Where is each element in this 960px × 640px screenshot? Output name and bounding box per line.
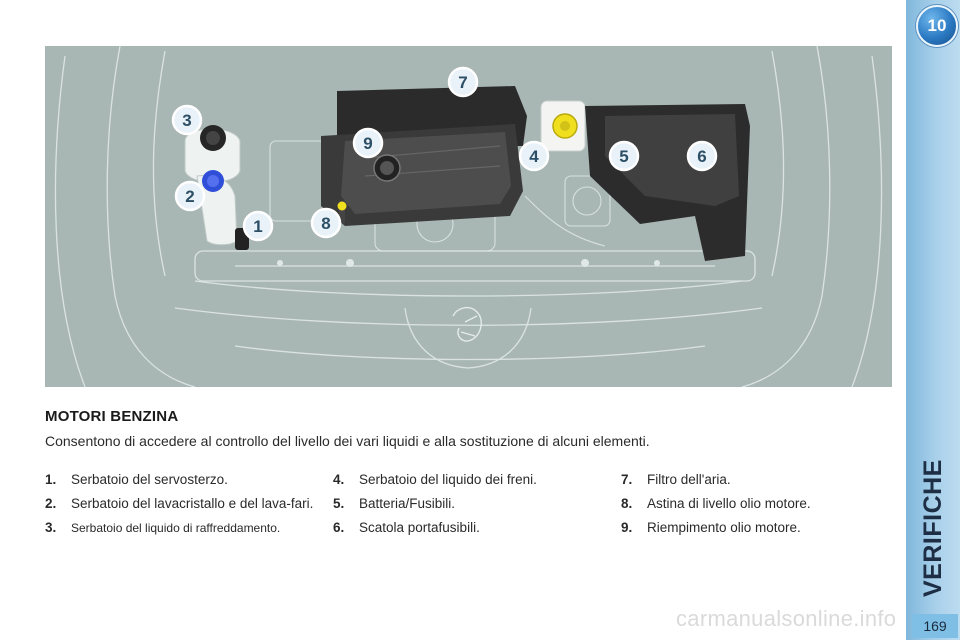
legend-number: 2. (45, 496, 57, 511)
callout-4: 4 (518, 140, 550, 172)
callout-4-label: 4 (529, 147, 539, 166)
legend-text: Filtro dell'aria. (647, 472, 731, 487)
legend-number: 4. (333, 472, 345, 487)
intro-paragraph: Consentono di accedere al controllo del … (45, 433, 650, 449)
callout-1-label: 1 (253, 217, 262, 236)
engine-bay-illustration: 3 2 1 7 9 8 4 5 (45, 46, 892, 387)
brake-fluid-reservoir (540, 100, 586, 152)
legend-column-2: 4. Serbatoio del liquido dei freni. 5. B… (333, 472, 603, 544)
legend-item-5: 5. Batteria/Fusibili. (333, 496, 603, 512)
callout-3-label: 3 (182, 111, 191, 130)
callout-1: 1 (242, 210, 274, 242)
legend-item-3: 3. Serbatoio del liquido di raffreddamen… (45, 520, 315, 536)
callout-9: 9 (352, 127, 384, 159)
legend-text: Riempimento olio motore. (647, 520, 801, 535)
legend-text: Serbatoio del servosterzo. (71, 472, 228, 487)
callout-9-label: 9 (363, 134, 372, 153)
legend-number: 7. (621, 472, 633, 487)
oil-dipstick (339, 201, 345, 223)
legend-text: Astina di livello olio motore. (647, 496, 811, 511)
callout-7-label: 7 (458, 73, 467, 92)
callout-5-label: 5 (619, 147, 628, 166)
legend-item-6: 6. Scatola portafusibili. (333, 520, 603, 536)
legend-item-8: 8. Astina di livello olio motore. (621, 496, 891, 512)
callout-2-label: 2 (185, 187, 194, 206)
legend-item-2: 2. Serbatoio del lavacristallo e del lav… (45, 496, 315, 512)
legend-text: Batteria/Fusibili. (359, 496, 456, 511)
legend-item-9: 9. Riempimento olio motore. (621, 520, 891, 536)
legend-item-4: 4. Serbatoio del liquido dei freni. (333, 472, 603, 488)
section-heading: MOTORI BENZINA (45, 408, 179, 425)
callout-6: 6 (686, 140, 718, 172)
legend-text: Serbatoio del lavacristallo e del lava-f… (71, 496, 314, 511)
legend-column-1: 1. Serbatoio del servosterzo. 2. Serbato… (45, 472, 315, 544)
engine-bay-drawing: 3 2 1 7 9 8 4 5 (54, 46, 883, 387)
chapter-side-tab (906, 0, 960, 640)
watermark: carmanualsonline.info (676, 606, 897, 631)
chapter-number-badge: 10 (916, 5, 958, 47)
legend-item-7: 7. Filtro dell'aria. (621, 472, 891, 488)
callout-2: 2 (174, 180, 206, 212)
legend-number: 1. (45, 472, 57, 487)
callout-8-label: 8 (321, 214, 330, 233)
washer-reservoir (196, 170, 238, 246)
legend-item-1: 1. Serbatoio del servosterzo. (45, 472, 315, 488)
legend-text: Scatola portafusibili. (359, 520, 480, 535)
legend-number: 6. (333, 520, 345, 535)
lion-emblem (452, 306, 482, 342)
legend-number: 3. (45, 520, 57, 535)
callout-5: 5 (608, 140, 640, 172)
callout-7: 7 (447, 66, 479, 98)
legend-text: Serbatoio del liquido dei freni. (359, 472, 537, 487)
callout-8: 8 (310, 207, 342, 239)
callout-6-label: 6 (697, 147, 706, 166)
page-number: 169 (912, 614, 958, 638)
legend-number: 9. (621, 520, 633, 535)
legend-column-3: 7. Filtro dell'aria. 8. Astina di livell… (621, 472, 891, 544)
legend-text: Serbatoio del liquido di raffreddamento. (71, 521, 281, 535)
legend-number: 8. (621, 496, 633, 511)
chapter-title: VERIFICHE (919, 459, 947, 597)
callout-3: 3 (171, 104, 203, 136)
legend-number: 5. (333, 496, 345, 511)
